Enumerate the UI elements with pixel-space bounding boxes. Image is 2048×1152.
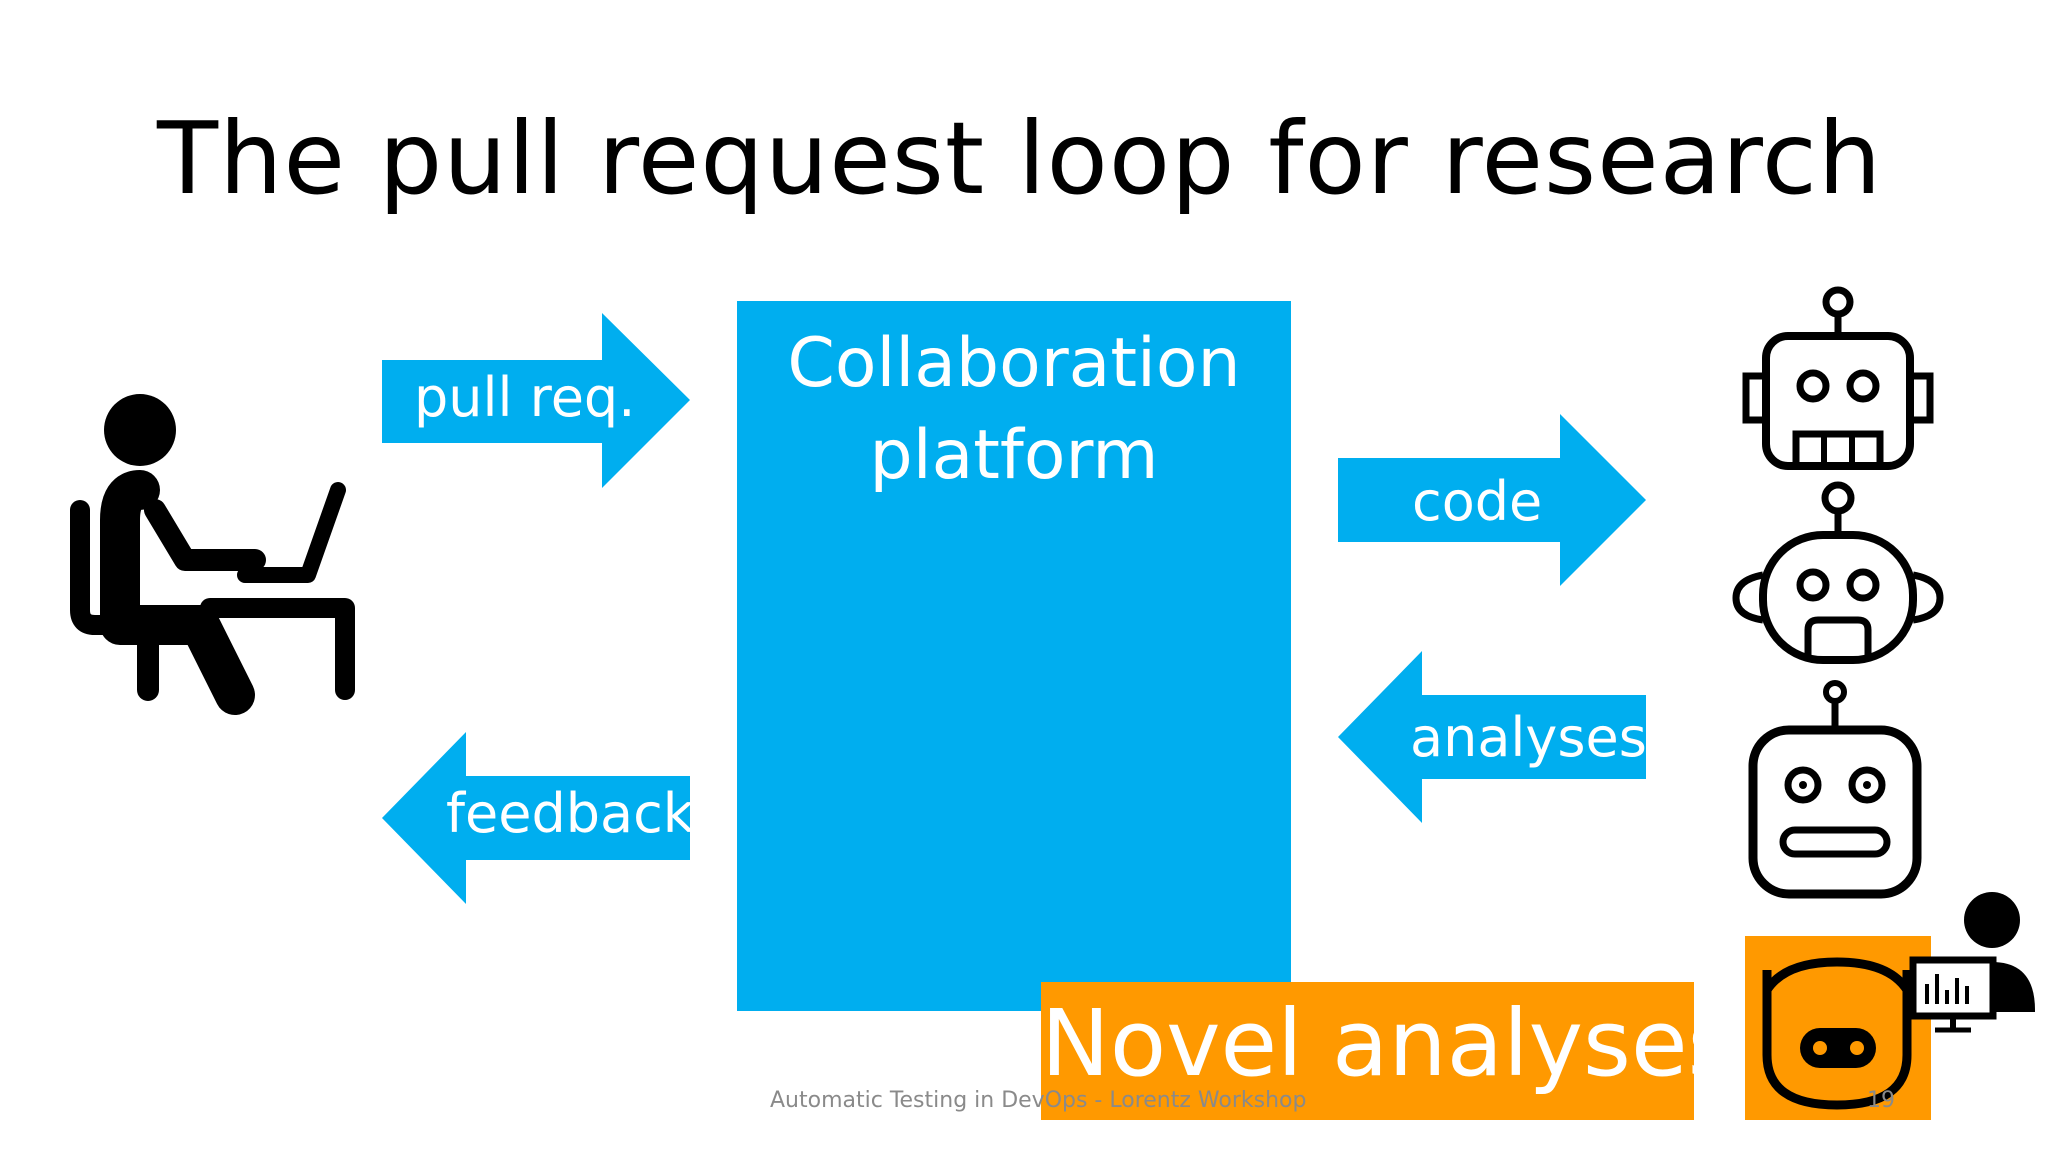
slide-title: The pull request loop for research [157,100,1883,217]
platform-label-line1: Collaboration [787,324,1241,403]
person-at-laptop-icon [70,394,355,715]
robot-analyst-icon [1762,892,2035,1110]
slide-footer: Automatic Testing in DevOps - Lorentz Wo… [770,1088,1307,1113]
pull-request-arrow [382,313,690,488]
robot-square-head-icon [1742,286,1934,470]
code-label: code [1412,470,1543,533]
feedback-arrow [382,732,690,904]
platform-label-line2: platform [869,416,1159,495]
page-number: 19 [1867,1088,1895,1113]
analyses-arrow [1338,651,1646,823]
collaboration-platform-label: Collaboration platform [737,318,1291,502]
code-arrow [1338,414,1646,586]
pull-request-label: pull req. [414,366,636,429]
feedback-label: feedback [446,782,695,845]
analyses-label: analyses [1410,706,1647,769]
collaboration-platform-box [737,301,1291,1011]
novel-analyses-label: Novel analyses [1041,990,1736,1097]
novel-analyses-banner [1041,982,1694,1120]
robot-neutral-icon [1748,680,1922,899]
robot-round-head-icon [1732,481,1944,664]
